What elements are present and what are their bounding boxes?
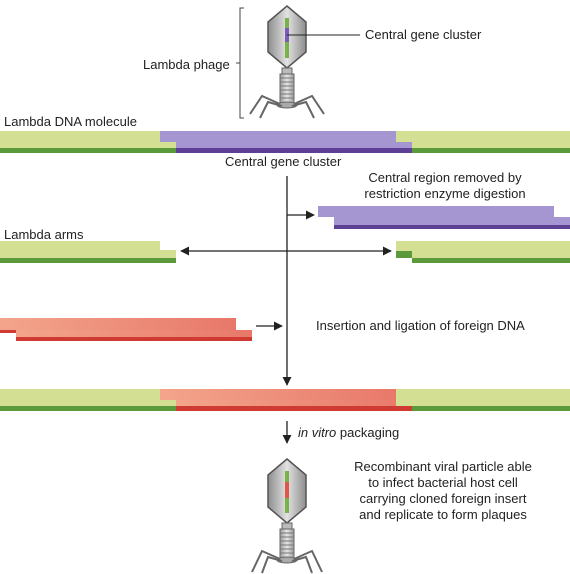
lambda-left-arm <box>0 241 176 263</box>
phage-tail <box>279 73 295 105</box>
lambda-arms-label: Lambda arms <box>4 227 84 242</box>
recombinant-phage-icon <box>251 458 323 574</box>
lambda-right-arm <box>396 241 570 263</box>
recombinant-line2: to infect bacterial host cell <box>368 475 518 490</box>
recombinant-line1: Recombinant viral particle able <box>354 459 532 474</box>
in-vitro-text: in vitro <box>298 425 337 440</box>
lambda-phage-label: Lambda phage <box>143 57 230 72</box>
central-gene-cluster-bottom-label: Central gene cluster <box>225 154 342 169</box>
recombinant-particle-label: Recombinant viral particle able to infec… <box>332 459 554 523</box>
central-region-removed-label: Central region removed by restriction en… <box>320 170 570 202</box>
process-arrows <box>180 176 392 444</box>
foreign-dna-fragment <box>0 318 252 341</box>
tail-fibers <box>249 94 325 119</box>
central-gene-cluster-top-label: Central gene cluster <box>365 27 482 42</box>
central-region-fragment <box>318 206 570 229</box>
central-region-removed-line2: restriction enzyme digestion <box>364 186 526 201</box>
lambda-phage-icon <box>249 5 325 119</box>
packaging-text: packaging <box>336 425 400 440</box>
insertion-ligation-label: Insertion and ligation of foreign DNA <box>316 318 525 333</box>
lambda-phage-bracket <box>236 7 244 119</box>
recombinant-line4: and replicate to form plaques <box>359 507 527 522</box>
lambda-dna-molecule <box>0 131 570 153</box>
central-region-removed-line1: Central region removed by <box>368 170 522 185</box>
lambda-dna-molecule-label: Lambda DNA molecule <box>4 114 137 129</box>
recombinant-dna-molecule <box>0 389 570 411</box>
in-vitro-packaging-label: in vitro packaging <box>298 425 399 441</box>
recombinant-line3: carrying cloned foreign insert <box>359 491 527 506</box>
